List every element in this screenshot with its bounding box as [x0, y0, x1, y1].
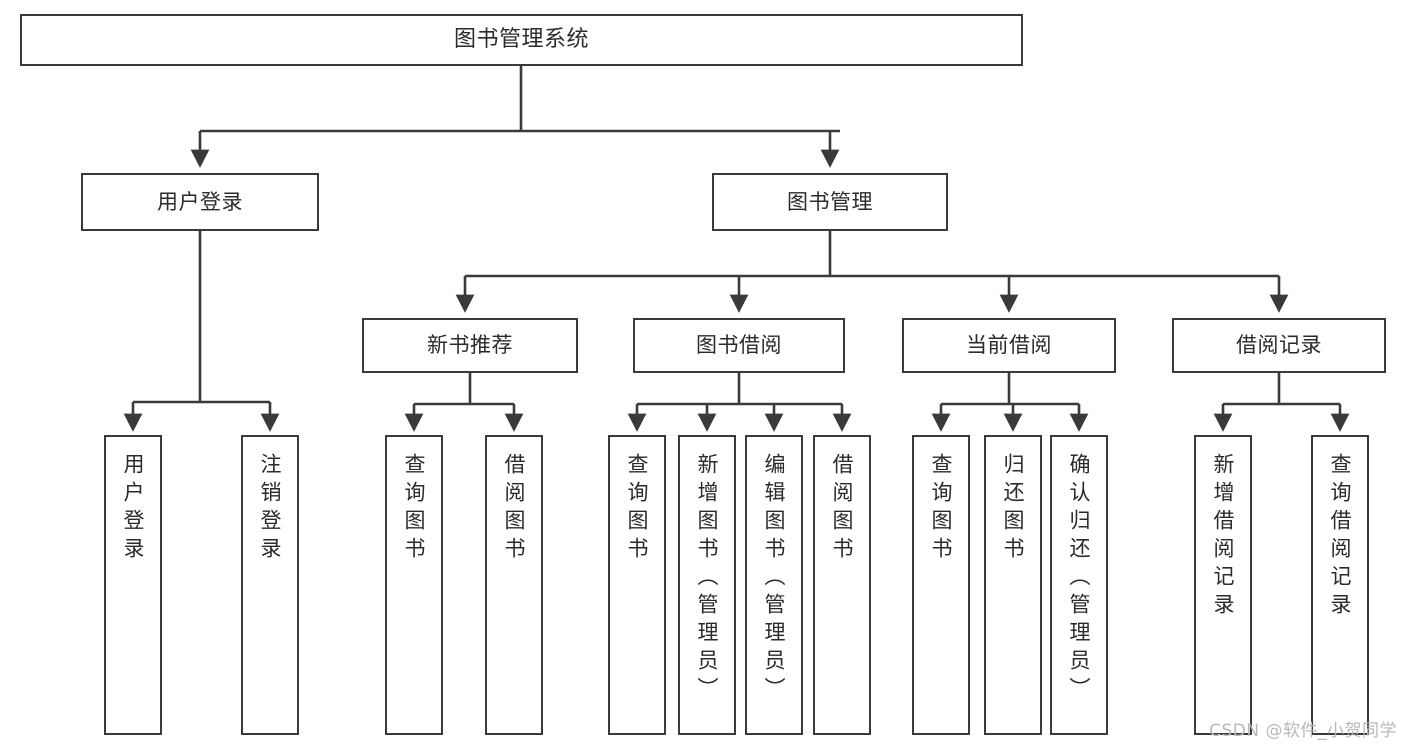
node-leaf-query-book-3[interactable]: 查询图书	[912, 435, 970, 735]
node-leaf-confirm-return[interactable]: 确认归还（管理员）	[1050, 435, 1108, 735]
edge-root-to-level2	[190, 66, 840, 168]
node-book-manage[interactable]: 图书管理	[712, 173, 948, 231]
node-leaf-borrow-book-1[interactable]: 借阅图书	[485, 435, 543, 735]
watermark: CSDN @软件_小贺同学	[1209, 721, 1397, 741]
node-leaf-query-book-3-label: 查询图书	[929, 453, 954, 565]
node-root-label: 图书管理系统	[453, 27, 589, 52]
node-leaf-add-book[interactable]: 新增图书（管理员）	[678, 435, 736, 735]
node-leaf-logout-login-label: 注销登录	[258, 453, 283, 565]
node-borrow-record-label: 借阅记录	[1236, 333, 1322, 357]
node-leaf-return-book-label: 归还图书	[1001, 453, 1026, 565]
node-leaf-edit-book-label: 编辑图书（管理员）	[762, 453, 787, 705]
node-leaf-query-book-2-label: 查询图书	[625, 453, 650, 565]
node-leaf-query-book-1-label: 查询图书	[402, 453, 427, 565]
node-root[interactable]: 图书管理系统	[20, 14, 1023, 66]
node-leaf-query-book-1[interactable]: 查询图书	[385, 435, 443, 735]
node-user-login-label: 用户登录	[157, 189, 243, 214]
node-borrow-record[interactable]: 借阅记录	[1172, 318, 1386, 373]
node-leaf-borrow-book-2-label: 借阅图书	[830, 453, 855, 565]
node-leaf-borrow-book-2[interactable]: 借阅图书	[813, 435, 871, 735]
edge-borrowrecord-to-leaves	[1213, 373, 1350, 432]
node-leaf-query-record[interactable]: 查询借阅记录	[1311, 435, 1369, 735]
node-book-manage-label: 图书管理	[787, 189, 873, 214]
node-leaf-add-book-label: 新增图书（管理员）	[695, 453, 720, 705]
node-book-borrow-label: 图书借阅	[696, 333, 782, 357]
edge-userlogin-to-leaves	[123, 231, 280, 432]
edge-currentborrow-to-leaves	[931, 373, 1089, 432]
edge-bookborrow-to-leaves	[627, 373, 852, 432]
edge-bookmanage-to-level3	[455, 231, 1289, 313]
edge-newbook-to-leaves	[404, 373, 524, 432]
node-leaf-user-login-label: 用户登录	[121, 453, 146, 565]
node-leaf-add-record[interactable]: 新增借阅记录	[1194, 435, 1252, 735]
node-new-book-recommend-label: 新书推荐	[427, 333, 513, 357]
node-leaf-add-record-label: 新增借阅记录	[1211, 453, 1236, 621]
node-leaf-query-record-label: 查询借阅记录	[1328, 453, 1353, 621]
node-leaf-user-login[interactable]: 用户登录	[104, 435, 162, 735]
node-new-book-recommend[interactable]: 新书推荐	[362, 318, 578, 373]
node-book-borrow[interactable]: 图书借阅	[633, 318, 845, 373]
node-current-borrow[interactable]: 当前借阅	[902, 318, 1116, 373]
node-leaf-confirm-return-label: 确认归还（管理员）	[1067, 453, 1092, 705]
node-leaf-logout-login[interactable]: 注销登录	[241, 435, 299, 735]
node-current-borrow-label: 当前借阅	[966, 333, 1052, 357]
node-user-login[interactable]: 用户登录	[81, 173, 319, 231]
node-leaf-query-book-2[interactable]: 查询图书	[608, 435, 666, 735]
node-leaf-return-book[interactable]: 归还图书	[984, 435, 1042, 735]
node-leaf-edit-book[interactable]: 编辑图书（管理员）	[745, 435, 803, 735]
node-leaf-borrow-book-1-label: 借阅图书	[502, 453, 527, 565]
